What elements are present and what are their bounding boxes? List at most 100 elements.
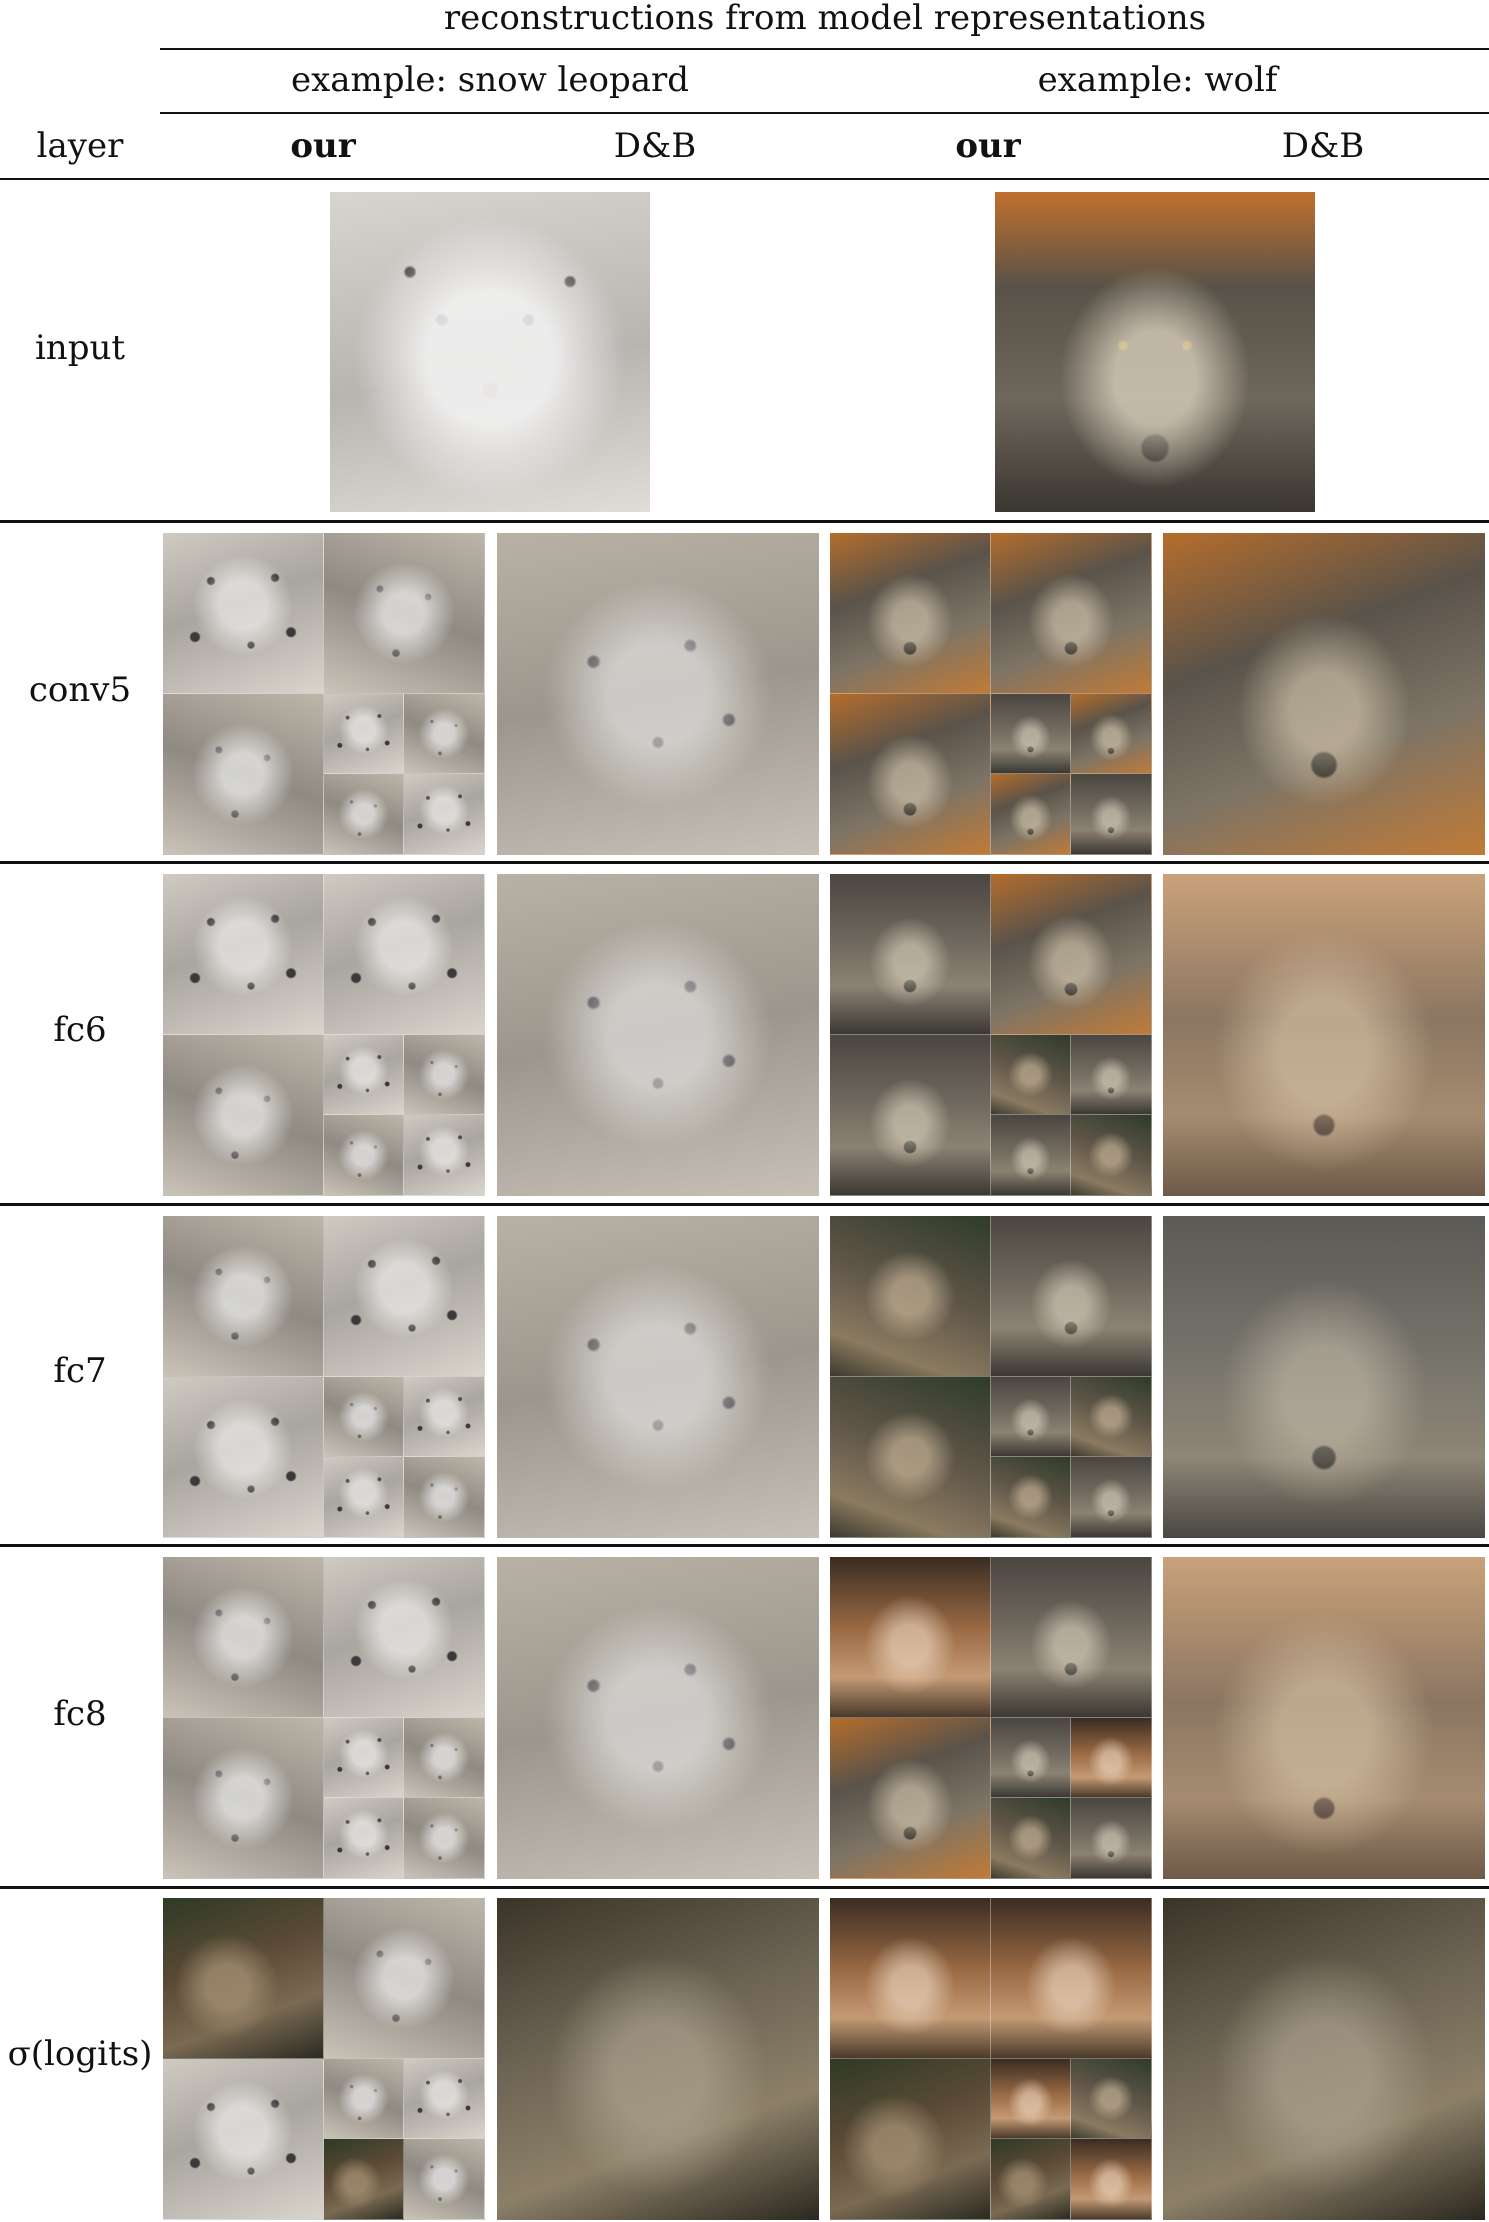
grid-image xyxy=(830,1557,991,1718)
grid-image xyxy=(163,1557,324,1718)
row-label-fc8: fc8 xyxy=(53,1694,107,1734)
grid-image xyxy=(404,774,485,855)
fc7-our-wolf-grid xyxy=(830,1216,1152,1538)
grid-image xyxy=(324,1377,404,1457)
grid-image xyxy=(1071,774,1152,855)
grid-image xyxy=(1071,1457,1152,1538)
grid-image xyxy=(830,1377,991,1538)
grid-image xyxy=(324,1457,404,1538)
grid-image xyxy=(324,1898,485,2059)
grid-image xyxy=(324,1798,404,1879)
grid-image xyxy=(991,774,1071,855)
fc8-our-wolf-grid xyxy=(830,1557,1152,1879)
grid-image xyxy=(324,1035,404,1115)
row-rule-conv5 xyxy=(0,861,1489,864)
row-label-fc7: fc7 xyxy=(53,1351,107,1391)
fc7-db-wolf-image xyxy=(1163,1216,1485,1538)
conv5-our-leopard-grid xyxy=(163,533,485,855)
conv5-our-wolf-grid xyxy=(830,533,1152,855)
logits-our-leopard-grid xyxy=(163,1898,485,2220)
fc6-db-wolf-image xyxy=(1163,874,1485,1196)
grid-image xyxy=(404,2139,485,2220)
grid-image xyxy=(991,874,1152,1035)
grid-image xyxy=(991,533,1152,694)
input-image-snow-leopard xyxy=(330,192,650,512)
logits-db-leopard-image xyxy=(497,1898,819,2220)
grid-image xyxy=(991,1115,1071,1196)
fc6-our-wolf-grid xyxy=(830,874,1152,1196)
fc6-db-leopard-image xyxy=(497,874,819,1196)
grid-image xyxy=(404,1377,485,1457)
grid-image xyxy=(830,1035,991,1196)
grid-image xyxy=(830,1718,991,1879)
layer-column-header: layer xyxy=(36,126,124,166)
grid-image xyxy=(324,533,485,694)
grid-image xyxy=(991,694,1071,774)
grid-image xyxy=(404,694,485,774)
grid-image xyxy=(1071,2139,1152,2220)
grid-image xyxy=(830,533,991,694)
grid-image xyxy=(1071,1377,1152,1457)
conv5-db-leopard-image xyxy=(497,533,819,855)
grid-image xyxy=(991,1035,1071,1115)
grid-image xyxy=(404,1457,485,1538)
grid-image xyxy=(1071,1798,1152,1879)
grid-image xyxy=(324,1115,404,1196)
grid-image xyxy=(991,1457,1071,1538)
grid-image xyxy=(991,1216,1152,1377)
grid-image xyxy=(830,1898,991,2059)
fc8-db-wolf-image xyxy=(1163,1557,1485,1879)
row-label-sigma-logits: σ(logits) xyxy=(7,2034,153,2074)
column-header-db-wolf: D&B xyxy=(1281,126,1365,166)
grid-image xyxy=(324,2139,404,2220)
grid-image xyxy=(163,1035,324,1196)
example-label-snow-leopard: example: snow leopard xyxy=(290,60,690,100)
column-header-our-leopard: our xyxy=(290,126,356,166)
logits-db-wolf-image xyxy=(1163,1898,1485,2220)
super-title: reconstructions from model representatio… xyxy=(443,0,1207,38)
grid-image xyxy=(324,1557,485,1718)
grid-image xyxy=(163,1377,324,1538)
grid-image xyxy=(991,1898,1152,2059)
grid-image xyxy=(404,1798,485,1879)
grid-image xyxy=(163,2059,324,2220)
grid-image xyxy=(404,2059,485,2139)
example-rule xyxy=(160,112,1489,114)
grid-image xyxy=(1071,694,1152,774)
fc6-our-leopard-grid xyxy=(163,874,485,1196)
column-header-our-wolf: our xyxy=(955,126,1021,166)
grid-image xyxy=(1071,2059,1152,2139)
grid-image xyxy=(324,1216,485,1377)
row-rule-input xyxy=(0,520,1489,523)
grid-image xyxy=(991,1557,1152,1718)
grid-image xyxy=(1071,1115,1152,1196)
grid-image xyxy=(404,1718,485,1798)
grid-image xyxy=(991,1718,1071,1798)
grid-image xyxy=(991,2059,1071,2139)
fc7-db-leopard-image xyxy=(497,1216,819,1538)
row-label-fc6: fc6 xyxy=(53,1010,107,1050)
row-rule-fc6 xyxy=(0,1203,1489,1206)
column-header-db-leopard: D&B xyxy=(613,126,697,166)
grid-image xyxy=(163,694,324,855)
super-title-rule xyxy=(160,48,1489,50)
conv5-db-wolf-image xyxy=(1163,533,1485,855)
fc7-our-leopard-grid xyxy=(163,1216,485,1538)
grid-image xyxy=(163,533,324,694)
grid-image xyxy=(991,1377,1071,1457)
row-rule-fc8 xyxy=(0,1886,1489,1889)
row-label-conv5: conv5 xyxy=(28,670,132,710)
grid-image xyxy=(1071,1035,1152,1115)
fc8-db-leopard-image xyxy=(497,1557,819,1879)
row-label-input: input xyxy=(34,328,126,368)
example-label-wolf: example: wolf xyxy=(1037,60,1278,100)
grid-image xyxy=(324,774,404,855)
grid-image xyxy=(324,1718,404,1798)
grid-image xyxy=(830,2059,991,2220)
grid-image xyxy=(991,2139,1071,2220)
grid-image xyxy=(163,1898,324,2059)
grid-image xyxy=(404,1115,485,1196)
grid-image xyxy=(163,874,324,1035)
grid-image xyxy=(163,1718,324,1879)
grid-image xyxy=(830,694,991,855)
